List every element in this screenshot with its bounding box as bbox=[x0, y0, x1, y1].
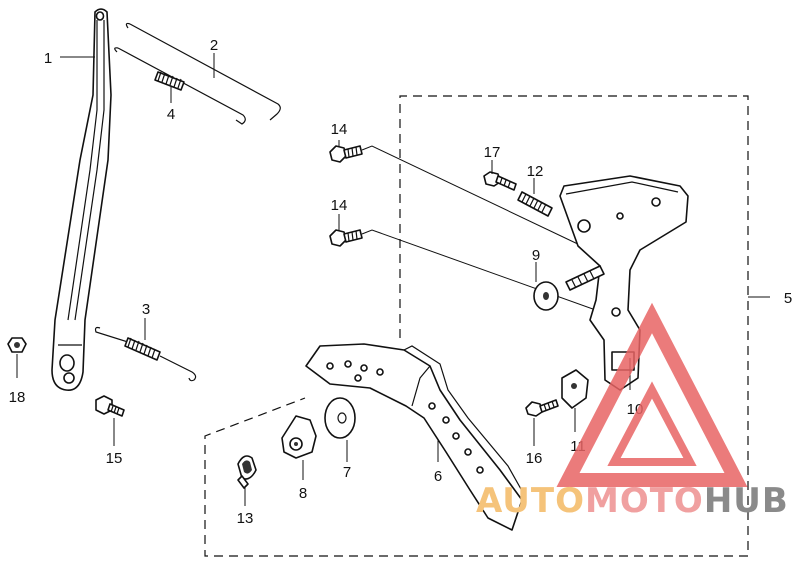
wingnut-part-13 bbox=[237, 455, 257, 489]
plate-part-8 bbox=[281, 415, 317, 459]
bolt-part-14a bbox=[329, 145, 363, 163]
callout-2: 2 bbox=[210, 37, 218, 54]
callout-13: 13 bbox=[237, 510, 254, 527]
callout-6: 6 bbox=[434, 468, 442, 485]
watermark-text-hub: HUB bbox=[704, 481, 789, 521]
callout-12: 12 bbox=[527, 163, 544, 180]
bolt-part-16 bbox=[525, 399, 559, 417]
callout-14-upper: 14 bbox=[331, 121, 348, 138]
nut-part-18 bbox=[7, 337, 27, 353]
callout-16: 16 bbox=[526, 450, 543, 467]
watermark-logo: AUTOMOTOHUB bbox=[476, 302, 789, 521]
callout-1: 1 bbox=[44, 50, 52, 67]
callout-17: 17 bbox=[484, 144, 501, 161]
watermark-text-moto: MOTO bbox=[585, 481, 704, 521]
callout-3: 3 bbox=[142, 301, 150, 318]
stud-part-12 bbox=[517, 191, 553, 217]
callout-15: 15 bbox=[106, 450, 123, 467]
washer-part-9 bbox=[533, 265, 605, 311]
bolt-part-15 bbox=[95, 395, 125, 417]
callout-14-lower: 14 bbox=[331, 197, 348, 214]
callout-9: 9 bbox=[532, 247, 540, 264]
svg-text:AUTOMOTOHUB: AUTOMOTOHUB bbox=[476, 481, 789, 521]
bracket-part-6 bbox=[305, 343, 527, 531]
watermark-triangle-icon bbox=[556, 302, 748, 487]
washer-part-7 bbox=[324, 397, 356, 439]
callout-5: 5 bbox=[784, 290, 792, 307]
spring-part-4 bbox=[154, 71, 185, 91]
watermark-inner-triangle-icon bbox=[607, 381, 697, 466]
watermark-text-auto: AUTO bbox=[476, 481, 585, 521]
rod-part-2 bbox=[114, 22, 281, 125]
callout-18: 18 bbox=[9, 389, 26, 406]
arm-part-1 bbox=[51, 8, 112, 391]
clip-part-11 bbox=[561, 369, 589, 409]
callout-8: 8 bbox=[299, 485, 307, 502]
assembly-boundary bbox=[204, 95, 749, 557]
callout-4: 4 bbox=[167, 106, 175, 123]
leader-14a-line bbox=[361, 145, 583, 247]
bolt-part-14b bbox=[329, 229, 363, 247]
bolt-part-17 bbox=[483, 171, 517, 191]
spring-part-3 bbox=[94, 326, 197, 382]
callout-7: 7 bbox=[343, 464, 351, 481]
